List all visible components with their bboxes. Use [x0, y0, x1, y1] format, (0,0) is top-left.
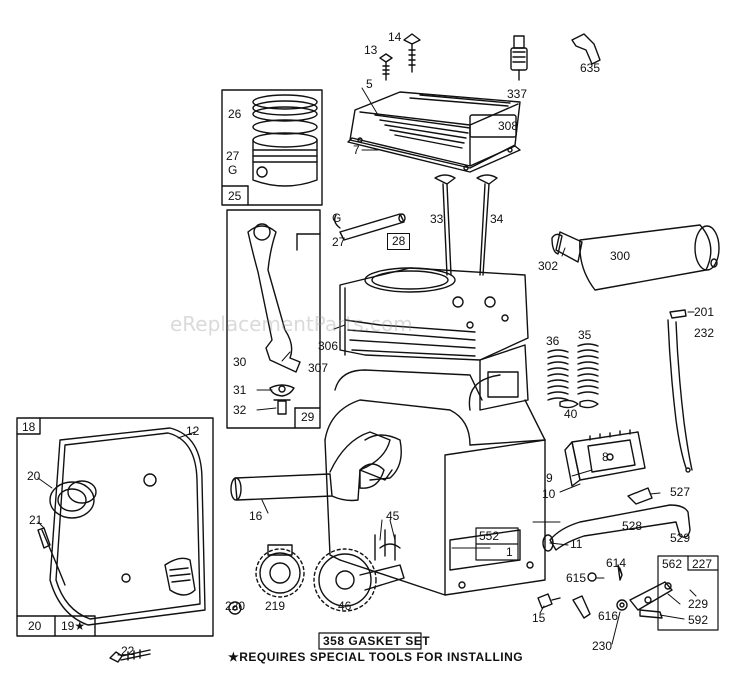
part-label-8: 8	[602, 450, 609, 464]
part-label-616: 616	[598, 609, 619, 623]
part-label-34: 34	[490, 212, 504, 226]
part-label-308: 308	[498, 119, 519, 133]
valves	[434, 174, 498, 276]
part-label-20: 20	[27, 469, 41, 483]
part-label-g: G	[228, 163, 238, 177]
cylinder-head	[347, 91, 521, 173]
part-label-18: 18	[22, 420, 36, 434]
part-label-227: 227	[692, 557, 713, 571]
crankshaft	[230, 431, 402, 502]
part-label-552: 552	[479, 529, 500, 543]
part-label-562: 562	[662, 557, 683, 571]
part-label-21: 21	[29, 513, 43, 527]
gasket-set-label: 358 GASKET SET	[323, 634, 431, 648]
part-label-9: 9	[546, 471, 553, 485]
part-label-10: 10	[542, 487, 556, 501]
part-label-20-lower: 20	[28, 619, 42, 633]
part-label-25: 25	[228, 189, 242, 203]
valve-springs	[547, 343, 599, 409]
part-label-7: 7	[353, 143, 360, 157]
part-label-27-pin: 27	[332, 235, 346, 249]
part-label-300: 300	[610, 249, 631, 263]
part-label-29: 29	[301, 410, 315, 424]
part-label-19: 19★	[61, 619, 86, 633]
part-label-11: 11	[570, 537, 583, 551]
part-label-1: 1	[506, 545, 513, 559]
part-label-22: 22	[121, 644, 135, 658]
part-label-g-pin: G	[332, 211, 342, 225]
label-boxes	[475, 527, 719, 631]
part-label-232: 232	[694, 326, 715, 340]
cover-bolt	[109, 649, 151, 663]
part-label-529: 529	[670, 531, 691, 545]
part-label-13: 13	[364, 43, 378, 57]
gears	[228, 529, 405, 615]
engine-block	[324, 267, 546, 596]
gasket-set-frame	[318, 632, 422, 650]
breather-tube	[542, 487, 691, 552]
part-label-14: 14	[388, 30, 402, 44]
part-label-46: 46	[338, 599, 352, 613]
part-label-32: 32	[233, 403, 247, 417]
part-label-302: 302	[538, 259, 559, 273]
part-label-219: 219	[265, 599, 286, 613]
part-label-337: 337	[507, 87, 528, 101]
piston-rings-box	[221, 89, 323, 206]
part-label-40: 40	[564, 407, 578, 421]
part-label-26: 26	[228, 107, 242, 121]
part-label-30: 30	[233, 355, 247, 369]
part-label-635: 635	[580, 61, 601, 75]
part-label-230: 230	[592, 639, 613, 653]
part-label-33: 33	[430, 212, 444, 226]
part-label-615: 615	[566, 571, 587, 585]
part-label-28: 28	[387, 233, 411, 250]
part-label-592: 592	[688, 613, 709, 627]
part-label-45: 45	[386, 509, 400, 523]
governor-link	[667, 309, 693, 473]
part-label-12: 12	[186, 424, 200, 438]
part-label-306: 306	[318, 339, 339, 353]
part-label-614: 614	[606, 556, 627, 570]
small-hardware	[537, 564, 673, 619]
special-tools-footnote: ★REQUIRES SPECIAL TOOLS FOR INSTALLING	[228, 650, 524, 664]
part-label-201: 201	[694, 305, 715, 319]
crankcase-cover-box	[16, 417, 214, 637]
muffler	[551, 224, 720, 291]
part-label-16: 16	[249, 509, 263, 523]
part-label-527: 527	[670, 485, 691, 499]
connecting-rod-box	[226, 209, 321, 429]
part-label-36: 36	[546, 334, 560, 348]
wrist-pin	[333, 213, 406, 241]
part-label-35: 35	[578, 328, 592, 342]
part-label-307: 307	[308, 361, 329, 375]
part-label-528: 528	[622, 519, 643, 533]
part-label-31: 31	[233, 383, 247, 397]
part-label-229: 229	[688, 597, 709, 611]
part-label-15: 15	[532, 611, 546, 625]
leader-lines	[37, 87, 697, 656]
part-label-5: 5	[366, 77, 373, 91]
head-bolts-and-plug	[379, 33, 601, 81]
breather-cover	[564, 429, 646, 487]
part-label-220: 220	[225, 599, 246, 613]
watermark: eReplacementParts.com	[170, 312, 413, 336]
part-label-27: 27	[226, 149, 240, 163]
